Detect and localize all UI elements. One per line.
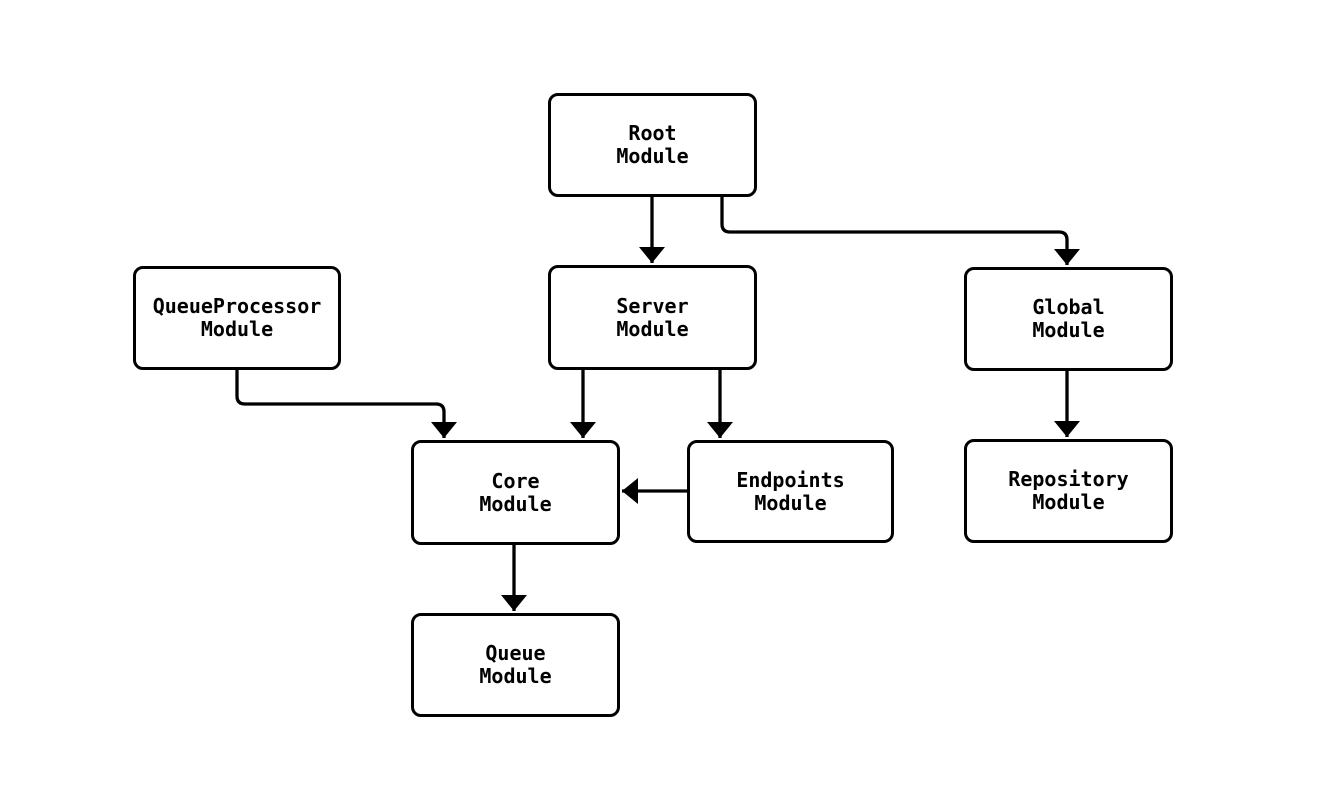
node-label: Core Module — [479, 468, 552, 516]
node-label: QueueProcessor Module — [152, 294, 322, 341]
edge-root-to-global — [720, 197, 1080, 265]
node-global: Global Module — [964, 267, 1173, 371]
node-label: Queue Module — [479, 641, 552, 688]
node-label: Server Module — [616, 293, 689, 341]
node-core: Core Module — [411, 440, 620, 545]
edge-queueprocessor-to-core — [235, 370, 457, 438]
node-label: Repository Module — [1008, 467, 1129, 514]
node-server: Server Module — [548, 265, 757, 370]
node-label: Global Module — [1032, 295, 1105, 342]
node-endpoints: Endpoints Module — [687, 440, 894, 543]
node-label: Root Module — [616, 121, 689, 168]
node-queueprocessor: QueueProcessor Module — [133, 266, 341, 370]
node-queue: Queue Module — [411, 613, 620, 717]
node-repository: Repository Module — [964, 439, 1173, 543]
node-label: Endpoints Module — [736, 467, 845, 515]
edge-group — [235, 197, 1080, 611]
node-root: Root Module — [548, 93, 757, 197]
